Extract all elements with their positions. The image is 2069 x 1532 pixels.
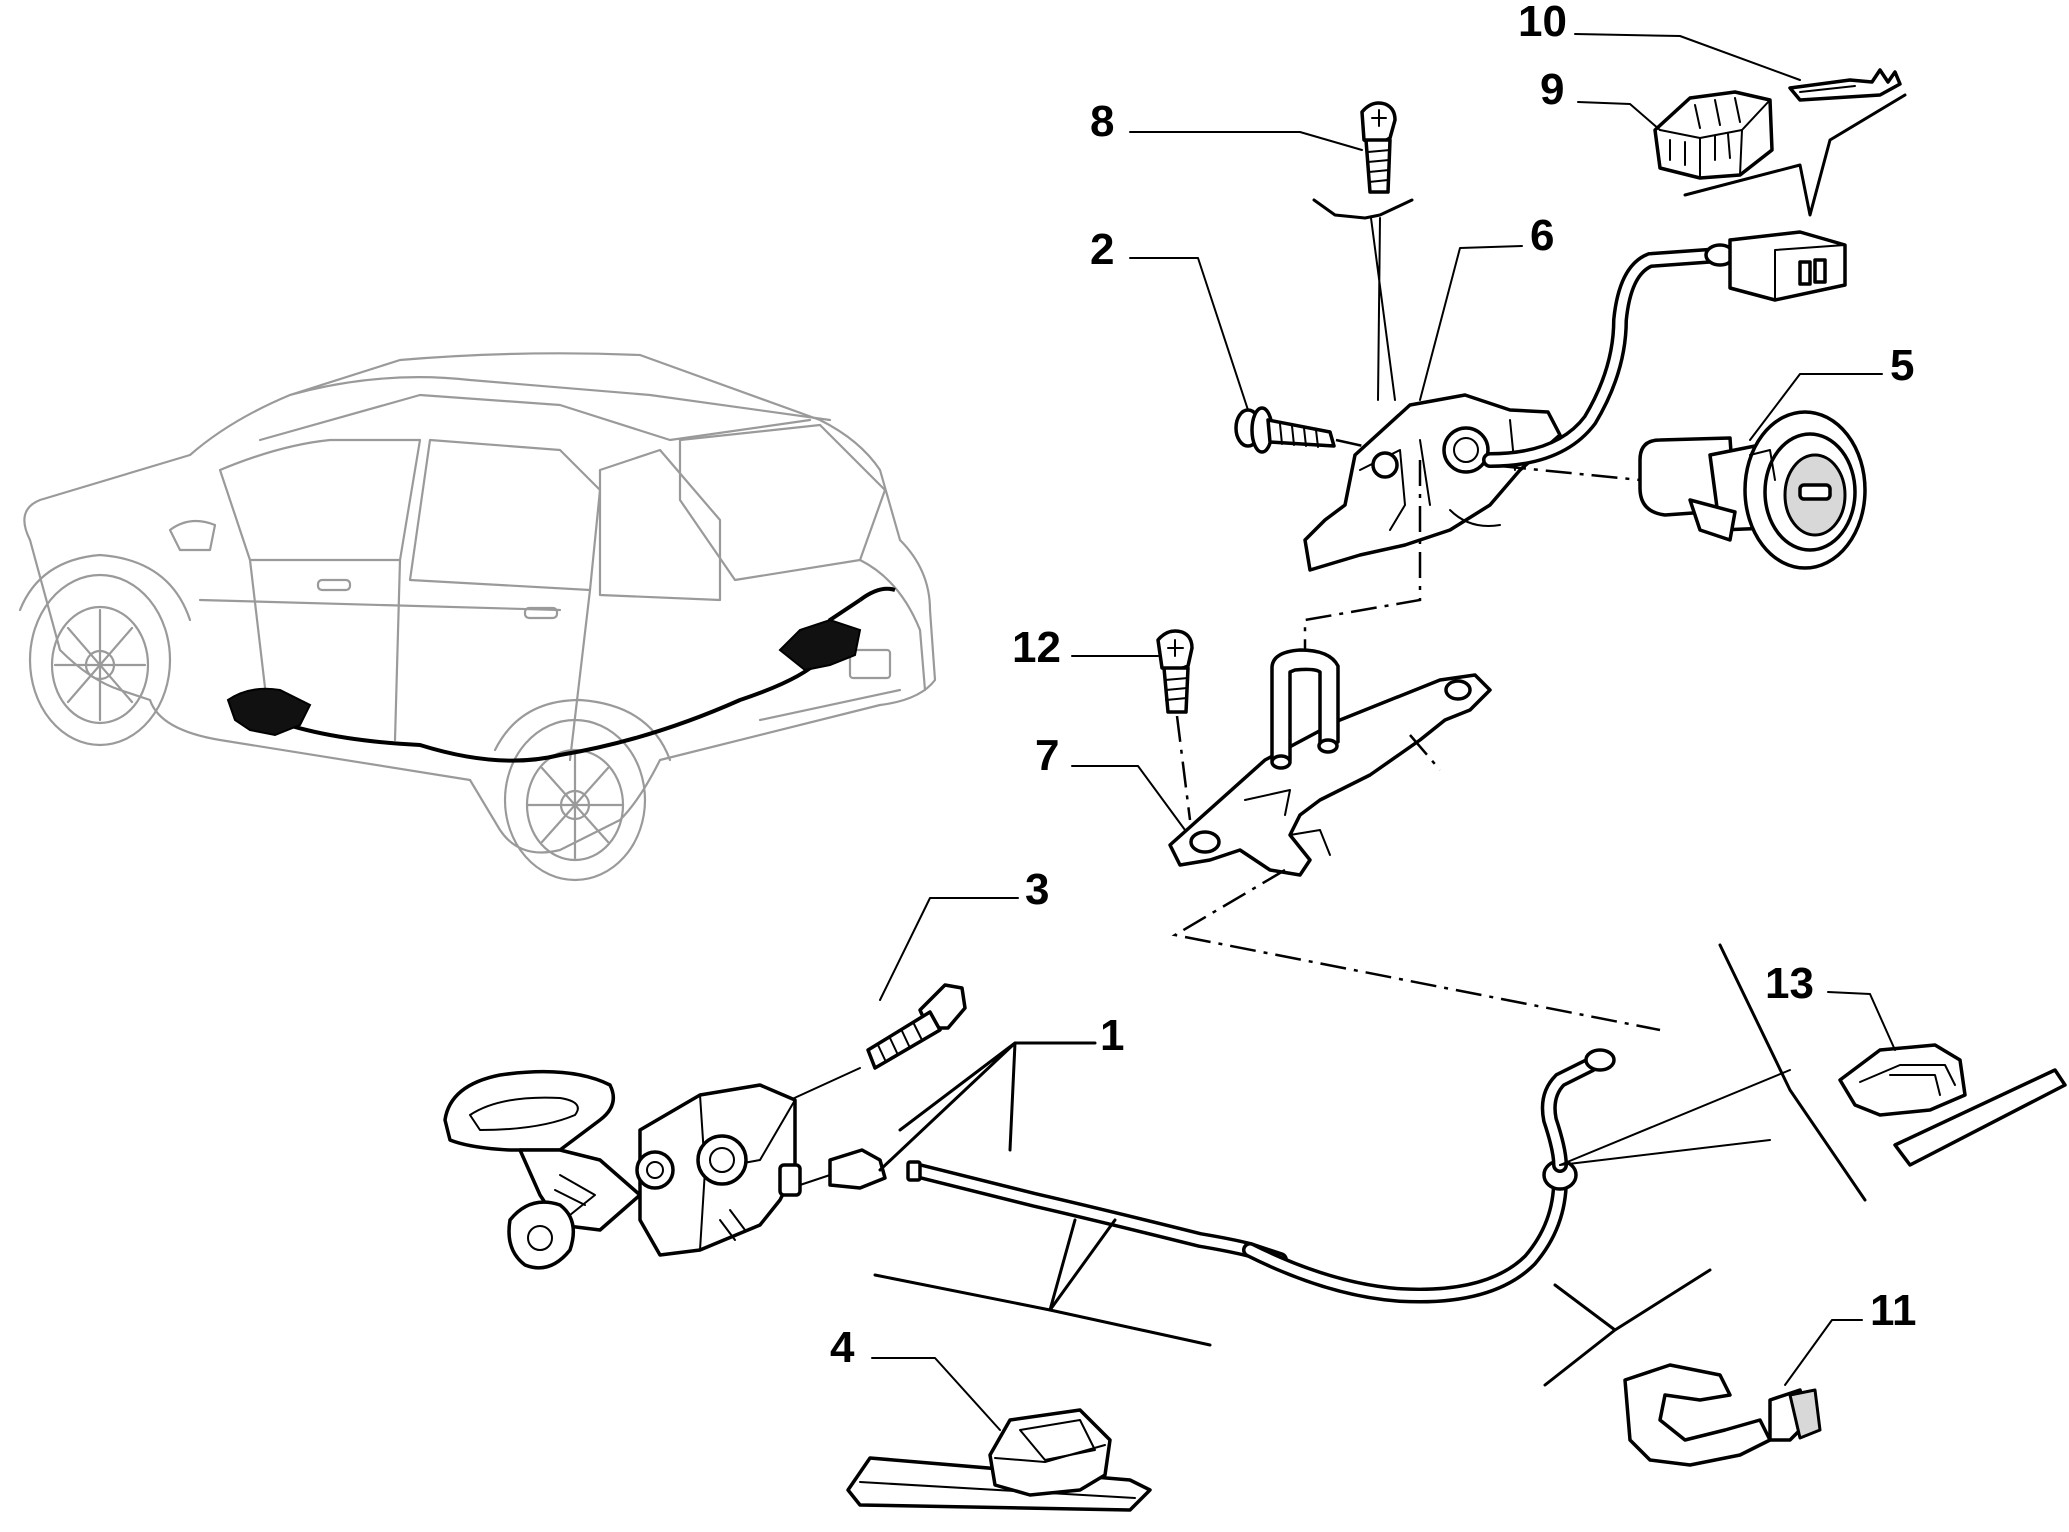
part-1-release-lever-assembly (443, 1069, 802, 1270)
part-7-mounting-bracket (1168, 648, 1492, 877)
harness-connector (1728, 230, 1847, 302)
callout-3: 3 (1025, 865, 1049, 914)
car-outline-illustration (18, 352, 937, 882)
callout-8: 8 (1090, 97, 1114, 146)
car-release-lever-highlight (226, 687, 312, 737)
part-13-clip (1838, 1043, 2067, 1167)
callout-9: 9 (1540, 65, 1564, 114)
car-cable-route (259, 658, 822, 763)
callout-10: 10 (1518, 0, 1567, 46)
callout-11: 11 (1870, 1286, 1917, 1335)
callout-2: 2 (1090, 225, 1114, 274)
callout-5: 5 (1890, 341, 1914, 390)
part-10-terminal (1788, 68, 1902, 102)
callout-labels: 10 9 8 2 6 5 12 7 3 1 4 11 13 (830, 0, 1917, 1431)
part-2-screw (1234, 406, 1336, 454)
callout-1: 1 (1100, 1011, 1124, 1060)
part-5-lock-cylinder (1638, 410, 1867, 570)
callout-7: 7 (1035, 731, 1059, 780)
part-11-clip (1623, 1363, 1822, 1467)
car-fuel-door-lock-highlight (778, 618, 862, 672)
callout-4: 4 (830, 1323, 855, 1372)
callout-12: 12 (1012, 623, 1061, 672)
part-4-clip (846, 1408, 1152, 1512)
callout-6: 6 (1530, 211, 1554, 260)
part-9-connector-housing (1653, 90, 1774, 180)
part-12-screw (1156, 629, 1194, 714)
part-6-bracket (1303, 393, 1562, 572)
callout-13: 13 (1765, 959, 1814, 1008)
part-8-screw (1360, 101, 1397, 194)
part-3-bolt (866, 983, 967, 1070)
